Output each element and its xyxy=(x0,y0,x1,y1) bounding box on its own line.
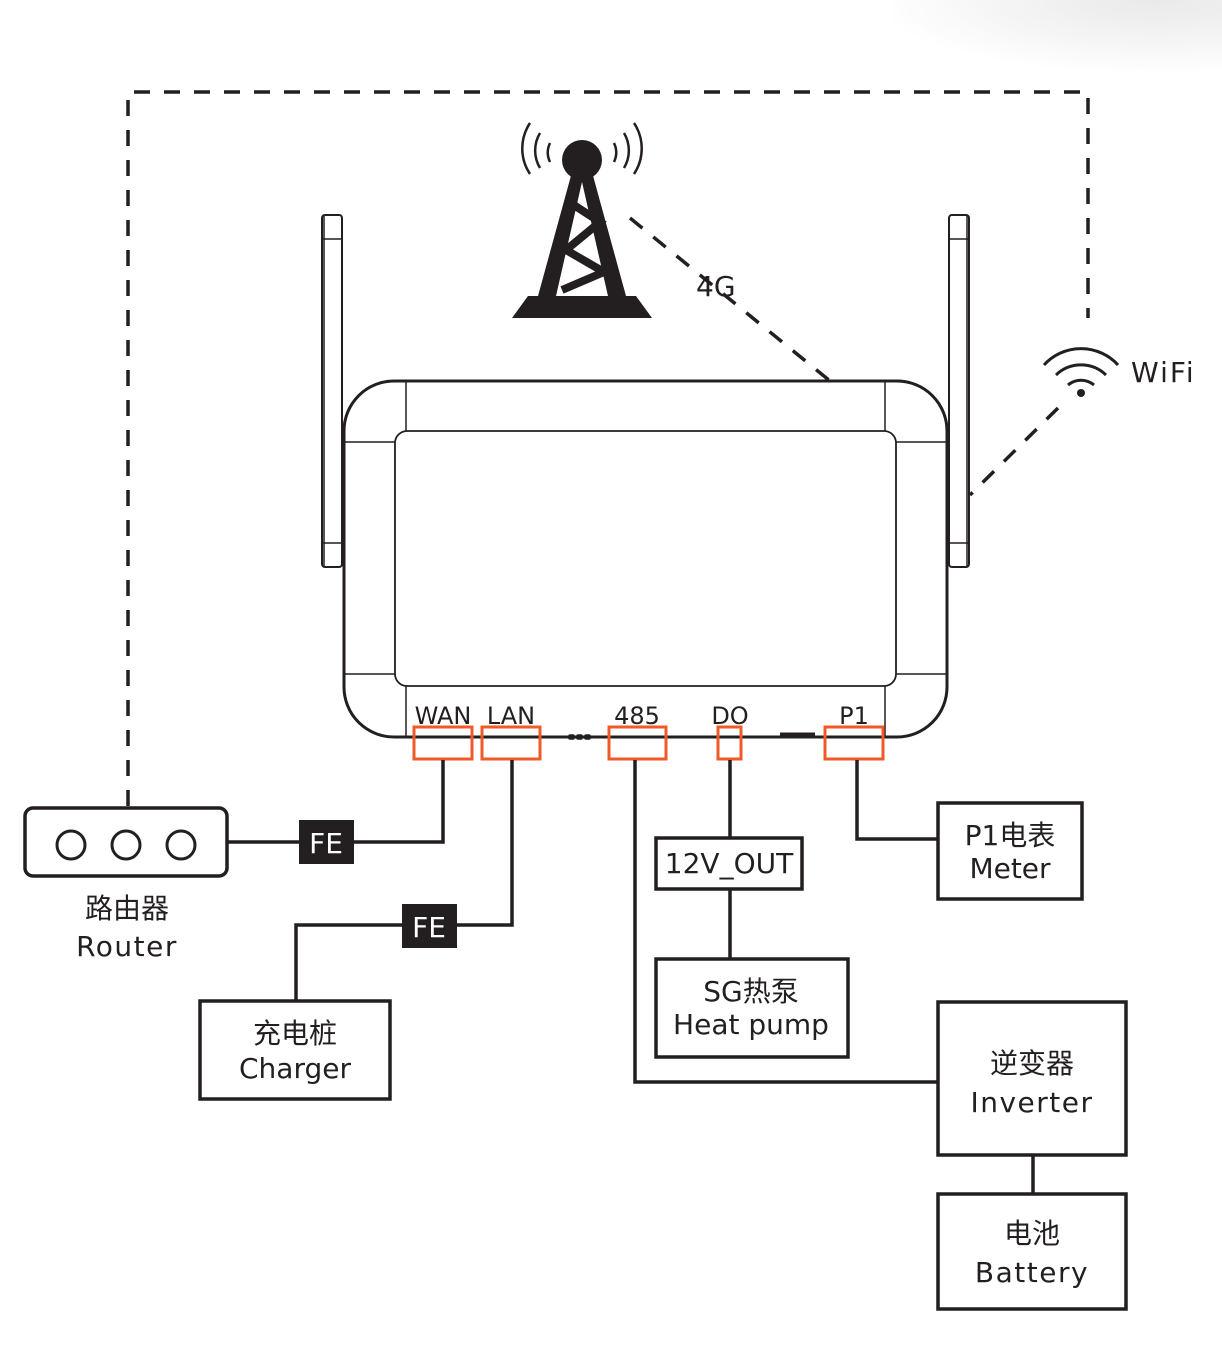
inverter-label-en: Inverter xyxy=(970,1086,1093,1119)
wifi-dashed-link xyxy=(126,90,1090,806)
relay-label: 12V_OUT xyxy=(665,847,794,880)
heat-pump-label-zh: SG热泵 xyxy=(703,975,798,1008)
inverter-label-zh: 逆变器 xyxy=(990,1047,1074,1080)
port-label-do: DO xyxy=(711,702,748,730)
port-485 xyxy=(607,725,668,761)
battery-label-en: Battery xyxy=(975,1256,1089,1289)
status-leds xyxy=(568,734,591,740)
router-label-en: Router xyxy=(76,930,178,963)
charger-label-en: Charger xyxy=(239,1052,351,1085)
charger-label-zh: 充电桩 xyxy=(253,1017,337,1050)
lan-fe-label: FE xyxy=(412,911,446,944)
port-p1 xyxy=(823,725,885,761)
p1-cable xyxy=(855,760,938,841)
inverter-node: 逆变器 Inverter xyxy=(936,1000,1128,1157)
meter-node: P1电表 Meter xyxy=(936,801,1084,901)
cell-tower-icon xyxy=(512,122,652,318)
4g-label: 4G xyxy=(696,270,736,303)
lan-fe-badge: FE xyxy=(402,904,457,948)
port-label-p1: P1 xyxy=(839,702,869,730)
charger-node: 充电桩 Charger xyxy=(198,999,392,1101)
port-wan xyxy=(412,725,474,761)
relay-node: 12V_OUT xyxy=(654,836,804,891)
wan-fe-badge: FE xyxy=(299,820,354,864)
heat-pump-node: SG热泵 Heat pump xyxy=(654,957,850,1059)
meter-label-zh: P1电表 xyxy=(965,819,1056,852)
battery-label-zh: 电池 xyxy=(1004,1217,1060,1250)
port-do xyxy=(716,725,743,761)
wifi-to-device-dashed-line xyxy=(968,406,1060,497)
corner-shadow xyxy=(892,0,1222,70)
left-antenna xyxy=(321,214,343,568)
router-node: 路由器 Router xyxy=(23,806,229,963)
right-antenna xyxy=(948,214,970,568)
4g-dashed-line xyxy=(628,216,837,387)
lan-cable xyxy=(294,760,514,1000)
gateway-device xyxy=(342,379,949,740)
port-label-485: 485 xyxy=(614,702,660,730)
port-lan xyxy=(480,725,542,761)
wifi-label: WiFi xyxy=(1131,356,1196,389)
rs485-cable xyxy=(633,760,938,1084)
port-label-wan: WAN xyxy=(415,702,472,730)
wifi-icon xyxy=(1042,347,1120,397)
heat-pump-label-en: Heat pump xyxy=(673,1008,829,1041)
meter-label-en: Meter xyxy=(969,852,1051,885)
port-label-lan: LAN xyxy=(487,702,535,730)
router-label-zh: 路由器 xyxy=(85,892,169,925)
battery-node: 电池 Battery xyxy=(936,1192,1128,1311)
wan-fe-label: FE xyxy=(309,827,343,860)
